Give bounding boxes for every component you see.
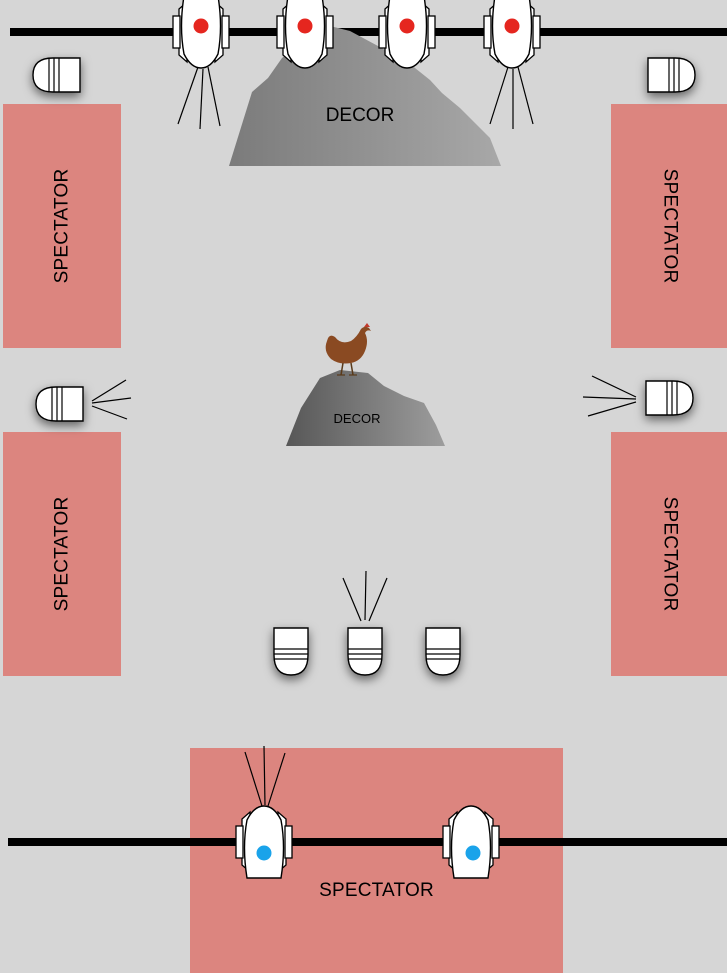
camera-rail-top (10, 28, 727, 36)
camera-dot-red (193, 18, 209, 34)
chicken-icon (325, 323, 371, 376)
decor-rock-center (286, 370, 445, 446)
spectator-zone-right-upper: SPECTATOR (611, 104, 727, 348)
dolly-camera-top-1[interactable] (172, 0, 230, 130)
spectator-zone-right-lower: SPECTATOR (611, 432, 727, 676)
dolly-camera-bottom-1[interactable] (235, 745, 293, 879)
camera-dot-blue (465, 845, 481, 861)
camera-dot-red (504, 18, 520, 34)
spotlight-mid-left[interactable] (35, 379, 132, 422)
dolly-camera-top-4[interactable] (483, 0, 541, 129)
camera-dot-blue (256, 845, 272, 861)
camera-dot-red (297, 18, 313, 34)
decor-label-center: DECOR (333, 411, 381, 426)
camera-rail-bottom (8, 838, 727, 846)
spotlight-floor-3[interactable] (425, 627, 461, 676)
camera-dot-red (399, 18, 415, 34)
decor-label-top: DECOR (325, 105, 395, 126)
decor-rock-top (229, 24, 501, 166)
dolly-camera-top-3[interactable] (378, 0, 436, 69)
spotlight-floor-2[interactable] (342, 570, 388, 676)
dolly-camera-bottom-2[interactable] (442, 805, 500, 879)
spectator-zone-left-lower: SPECTATOR (3, 432, 121, 676)
dolly-camera-top-2[interactable] (276, 0, 334, 69)
spotlight-mid-right[interactable] (582, 375, 694, 417)
spotlight-floor-1[interactable] (273, 627, 309, 676)
spotlight-top-left[interactable] (32, 57, 81, 93)
spotlight-top-right[interactable] (647, 57, 696, 93)
spectator-label: SPECTATOR (319, 879, 434, 901)
spectator-zone-left-upper: SPECTATOR (3, 104, 121, 348)
